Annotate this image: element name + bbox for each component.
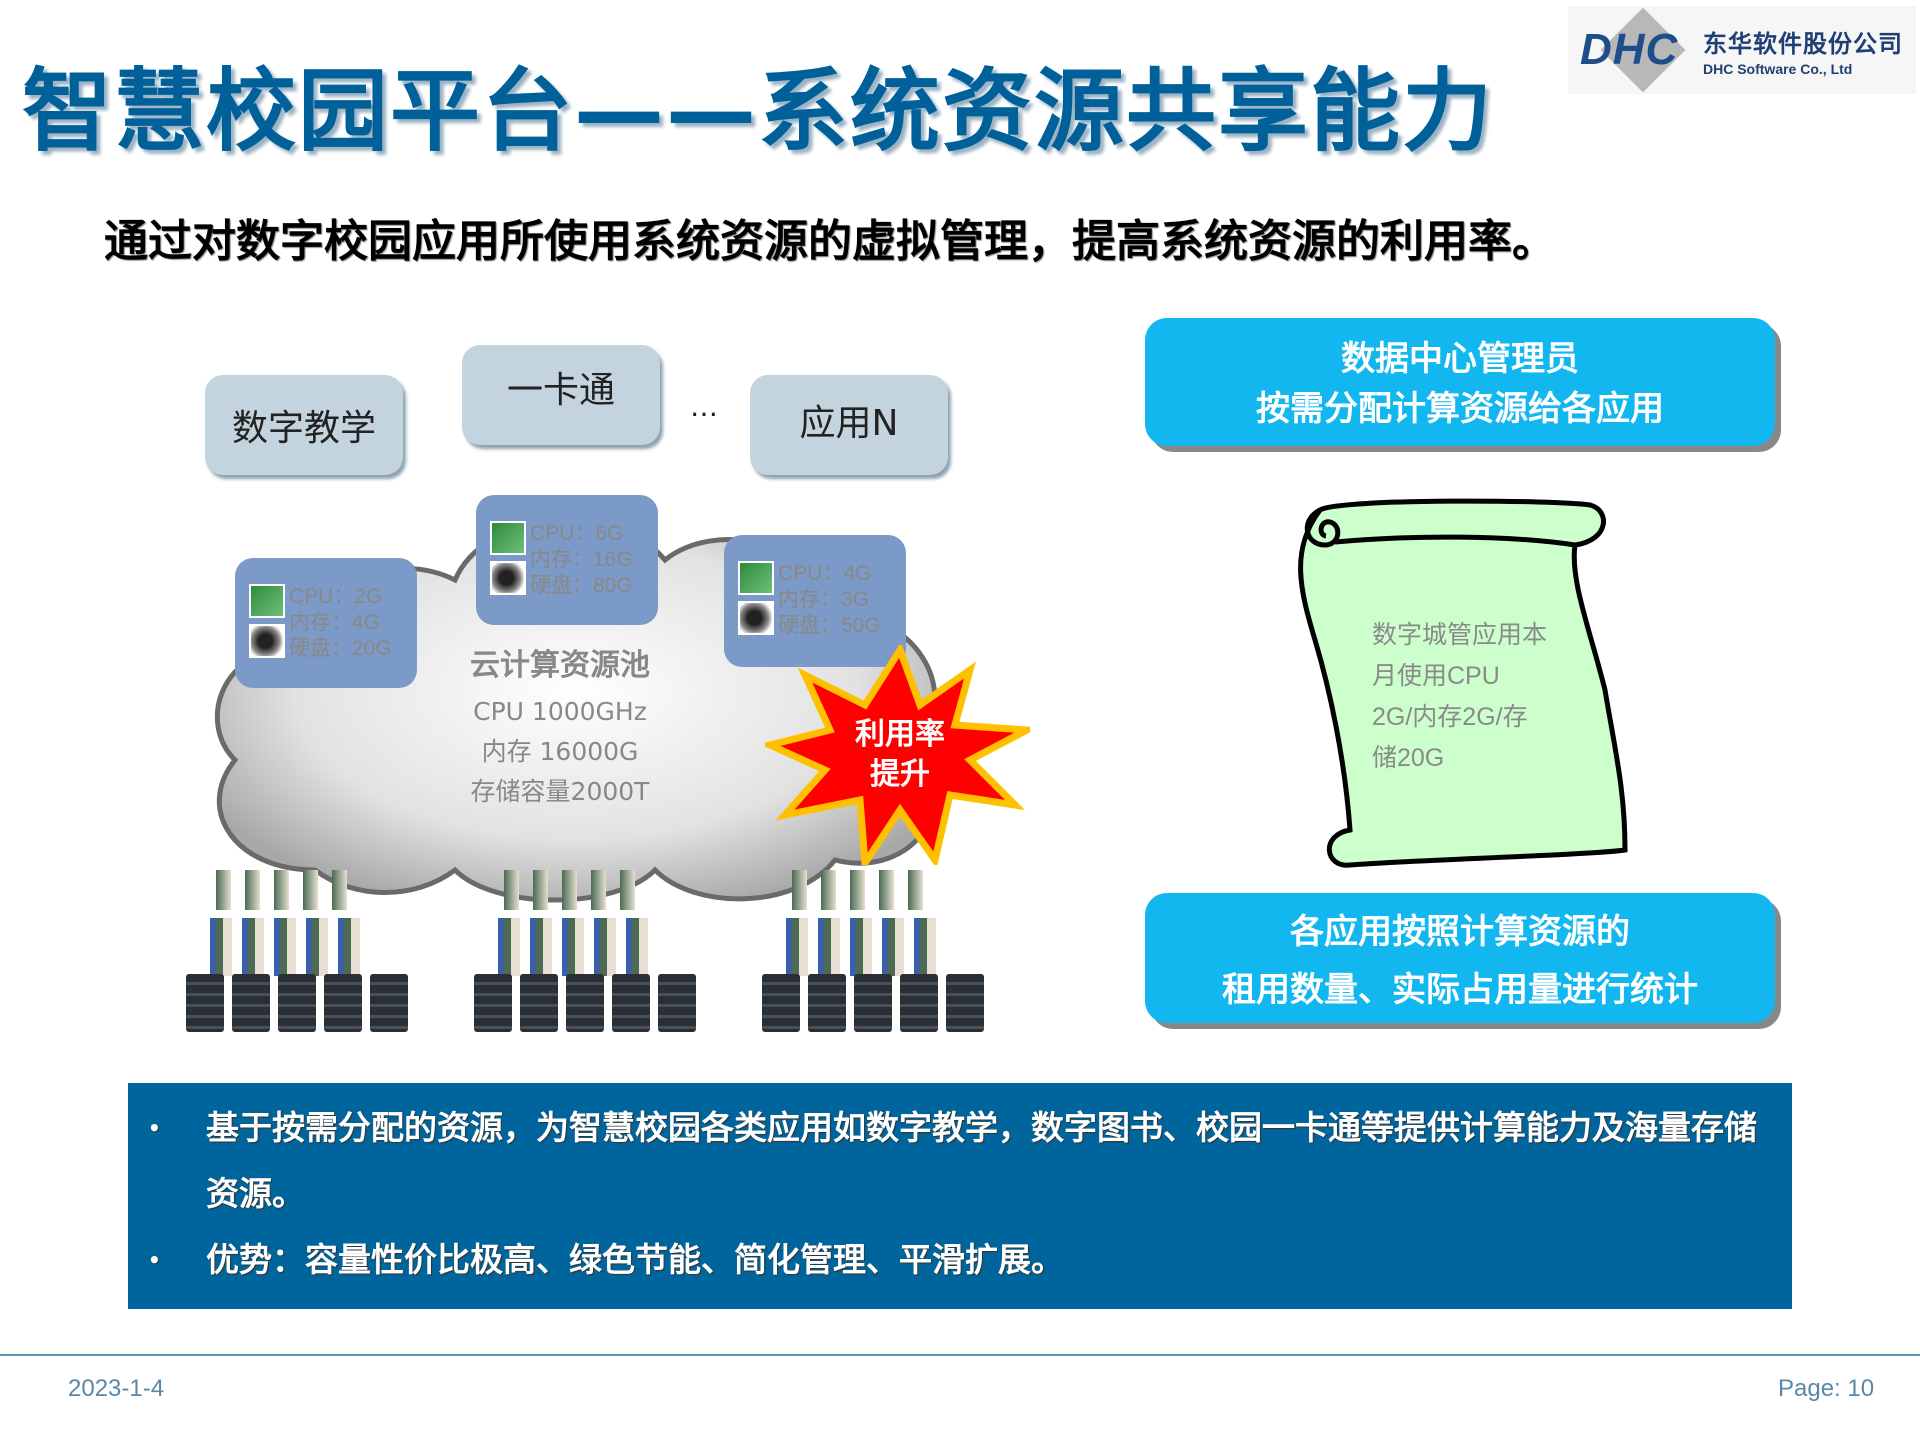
server-tower-icons (762, 974, 992, 1032)
pool-title: 云计算资源池 (470, 648, 650, 683)
vm-memory: 内存：3G (778, 588, 870, 611)
statistics-box: 各应用按照计算资源的 租用数量、实际占用量进行统计 (1145, 893, 1775, 1023)
scroll-line-2: 月使用CPU (1372, 662, 1500, 690)
app-label: 一卡通 (506, 370, 615, 411)
memory-chip-icon (490, 561, 526, 595)
vm-memory: 内存：16G (530, 548, 633, 571)
app-label: 应用N (799, 403, 899, 444)
vm-disk: 硬盘：80G (530, 574, 633, 597)
page-title: 智慧校园平台——系统资源共享能力 (22, 59, 1494, 164)
resource-pool: 云计算资源池 CPU 1000GHz 内存 16000G 存储容量2000T (430, 640, 690, 812)
vm-disk: 硬盘：20G (289, 637, 392, 660)
scroll-line-3: 2G/内存2G/存 (1372, 703, 1528, 731)
burst-label: 利用率 提升 (840, 715, 960, 795)
vm-cpu: CPU：6G (530, 522, 624, 545)
burst-line-1: 利用率 (855, 717, 945, 752)
vm-box-1: CPU：2G 内存：4G 硬盘：20G (235, 558, 417, 688)
burst-line-2: 提升 (870, 757, 930, 792)
vm-disk: 硬盘：50G (778, 614, 881, 637)
logo-mark: DHC (1580, 25, 1679, 74)
vm-box-3: CPU：4G 内存：3G 硬盘：50G (724, 535, 906, 667)
starburst-icon (765, 645, 1030, 865)
server-tower-icons (474, 974, 704, 1032)
logo-company-cn: 东华软件股份公司 (1703, 30, 1903, 58)
admin-box-line-1: 数据中心管理员 (1341, 339, 1579, 379)
statistics-box-line-1: 各应用按照计算资源的 (1290, 912, 1630, 952)
ellipsis: … (690, 390, 718, 423)
scroll-text: 数字城管应用本 月使用CPU 2G/内存2G/存 储20G (1372, 615, 1572, 779)
pool-memory: 内存 16000G (481, 737, 639, 766)
logo-text: 东华软件股份公司 DHC Software Co., Ltd (1703, 24, 1903, 77)
bullet-panel: • 基于按需分配的资源，为智慧校园各类应用如数字教学，数字图书、校园一卡通等提供… (128, 1083, 1792, 1309)
bullet-dot-icon: • (148, 1116, 161, 1140)
footer-date: 2023-1-4 (68, 1375, 165, 1402)
vm-cpu: CPU：4G (778, 562, 872, 585)
server-group-3 (762, 870, 992, 1045)
cpu-card-icon (490, 521, 526, 555)
bullet-item: • 优势：容量性价比极高、绿色节能、简化管理、平滑扩展。 (148, 1227, 1762, 1293)
cpu-card-icon (738, 561, 774, 595)
app-box-card: 一卡通 (462, 345, 660, 445)
app-box-digital-teaching: 数字教学 (205, 375, 403, 475)
pool-cpu: CPU 1000GHz (473, 697, 647, 726)
vm-cpu: CPU：2G (289, 585, 383, 608)
memory-chip-icon (738, 601, 774, 635)
bullet-text: 优势：容量性价比极高、绿色节能、简化管理、平滑扩展。 (206, 1240, 1064, 1279)
bullet-dot-icon: • (148, 1248, 161, 1272)
logo-company-en: DHC Software Co., Ltd (1703, 61, 1853, 77)
footer-divider (0, 1354, 1920, 1356)
cpu-card-icon (249, 584, 285, 618)
bullet-text: 基于按需分配的资源，为智慧校园各类应用如数字教学，数字图书、校园一卡通等提供计算… (206, 1108, 1757, 1213)
vm-box-2: CPU：6G 内存：16G 硬盘：80G (476, 495, 658, 625)
memory-chip-icon (249, 624, 285, 658)
server-group-1 (186, 870, 416, 1045)
admin-box-line-2: 按需分配计算资源给各应用 (1256, 389, 1664, 429)
company-logo: DHC 东华软件股份公司 DHC Software Co., Ltd (1568, 6, 1916, 94)
pool-storage: 存储容量2000T (470, 777, 650, 806)
app-box-app-n: 应用N (750, 375, 948, 475)
scroll-line-4: 储20G (1372, 744, 1445, 772)
vm-memory: 内存：4G (289, 611, 381, 634)
scroll-line-1: 数字城管应用本 (1372, 621, 1548, 649)
page-number: Page: 10 (1778, 1375, 1875, 1402)
statistics-box-line-2: 租用数量、实际占用量进行统计 (1222, 970, 1698, 1010)
admin-box: 数据中心管理员 按需分配计算资源给各应用 (1145, 318, 1775, 446)
bullet-item: • 基于按需分配的资源，为智慧校园各类应用如数字教学，数字图书、校园一卡通等提供… (148, 1095, 1762, 1227)
server-tower-icons (186, 974, 416, 1032)
server-group-2 (474, 870, 704, 1045)
app-label: 数字教学 (231, 408, 376, 449)
scroll-icon (1298, 498, 1628, 868)
subtitle: 通过对数字校园应用所使用系统资源的虚拟管理，提高系统资源的利用率。 (104, 216, 1556, 267)
